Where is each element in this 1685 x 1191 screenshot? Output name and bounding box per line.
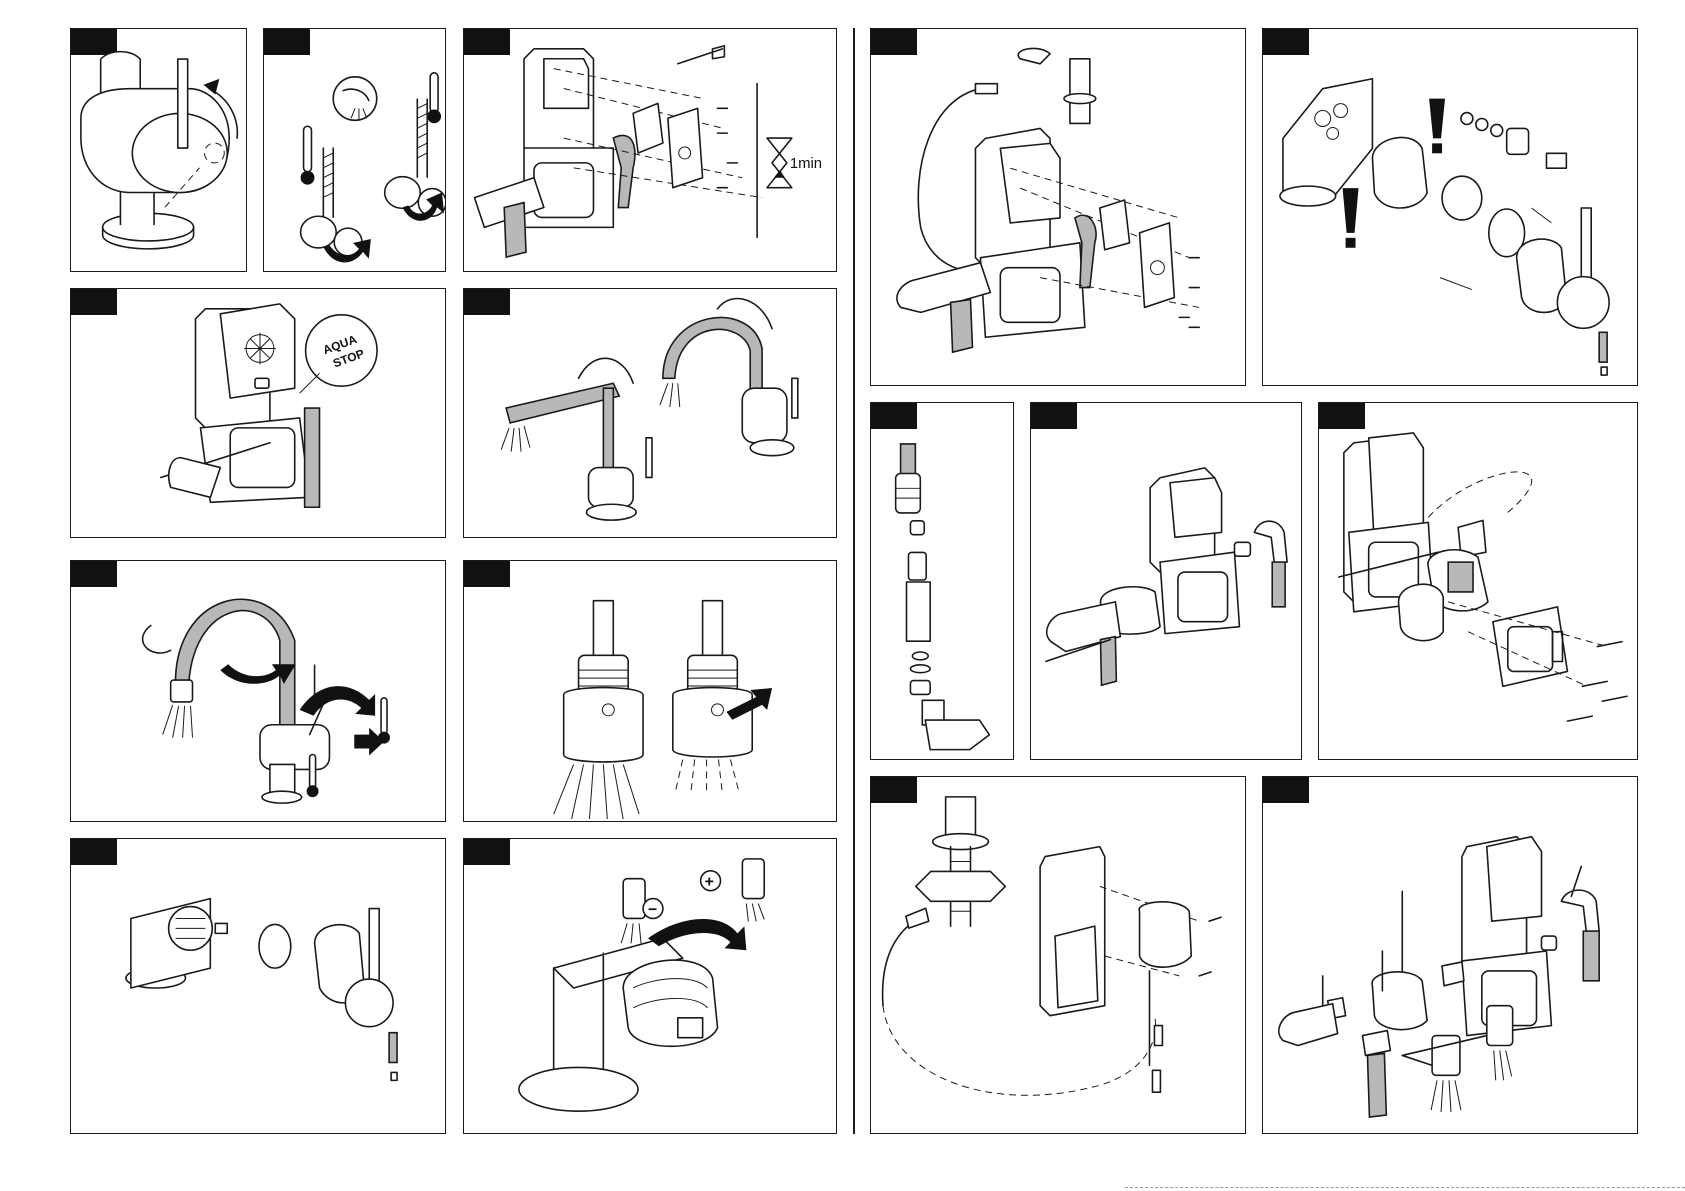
aquastop-module-exploded-illustration: 1min xyxy=(464,29,836,271)
step-panel-8 xyxy=(70,838,446,1134)
minus-label: − xyxy=(648,901,657,918)
duration-label: 1min xyxy=(790,156,822,172)
step-panel-1 xyxy=(70,28,247,272)
page-divider xyxy=(853,28,855,1134)
cartridge-exploded-warning-illustration xyxy=(1263,29,1637,385)
mounting-bracket-install-illustration xyxy=(871,777,1245,1133)
angle-valves-illustration xyxy=(264,29,445,271)
sensor-cable-module-illustration xyxy=(871,29,1245,385)
step-panel-9: − + xyxy=(463,838,837,1134)
step-panel-14 xyxy=(1318,402,1638,760)
step-panel-10 xyxy=(870,28,1246,386)
module-disassembly-illustration xyxy=(1319,403,1637,759)
module-hose-connection-illustration xyxy=(1031,403,1301,759)
cartridge-disassembly-illustration xyxy=(71,839,445,1133)
aquastop-housing-illustration: AQUA STOP xyxy=(71,289,445,537)
step-panel-13 xyxy=(1030,402,1302,760)
step-panel-3: 1min xyxy=(463,28,837,272)
temperature-limit-adjust-illustration: − + xyxy=(464,839,836,1133)
step-panel-5 xyxy=(463,288,837,538)
plus-label: + xyxy=(705,874,714,891)
step-panel-7 xyxy=(463,560,837,822)
hose-connector-stack-illustration xyxy=(871,403,1013,759)
step-panel-15 xyxy=(870,776,1246,1134)
page-footer-rule xyxy=(1125,1187,1685,1188)
spray-mode-toggle-illustration xyxy=(464,561,836,821)
faucet-lever-illustration xyxy=(71,29,246,271)
swivel-spout-illustration xyxy=(71,561,445,821)
step-panel-4: AQUA STOP xyxy=(70,288,446,538)
step-panel-6 xyxy=(70,560,446,822)
pullout-spray-illustration xyxy=(464,289,836,537)
final-hose-assembly-illustration xyxy=(1263,777,1637,1133)
step-panel-2 xyxy=(263,28,446,272)
step-panel-11 xyxy=(1262,28,1638,386)
step-panel-12 xyxy=(870,402,1014,760)
step-panel-16 xyxy=(1262,776,1638,1134)
